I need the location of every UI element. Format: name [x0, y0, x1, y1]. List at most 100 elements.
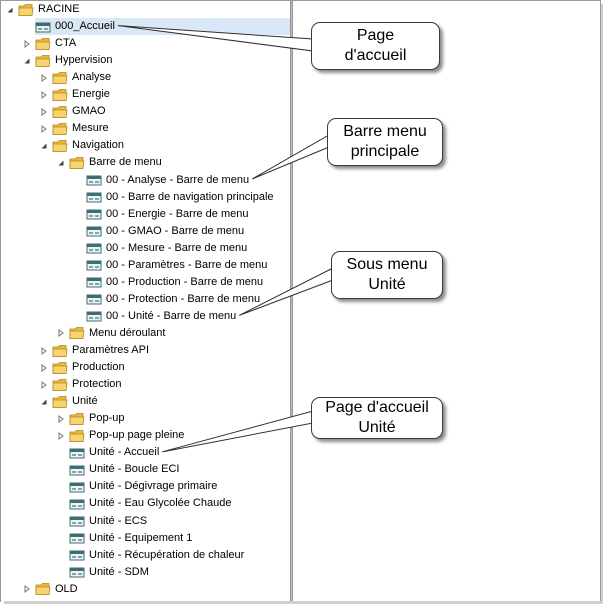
collapsed-arrow-icon[interactable]: [56, 431, 66, 441]
tree-item-label: 00 - Energie - Barre de menu: [106, 207, 249, 220]
folder-icon: [52, 88, 68, 102]
tree-item-00-production-barre-de-menu[interactable]: 00 - Production - Barre de menu: [86, 274, 263, 291]
callout-barre-menu-principale: Barre menu principale: [327, 118, 443, 166]
tree-item-analyse[interactable]: Analyse: [41, 69, 111, 86]
collapsed-arrow-icon[interactable]: [56, 328, 66, 338]
collapsed-arrow-icon[interactable]: [22, 39, 32, 49]
tree-item-label: Menu déroulant: [89, 326, 166, 339]
tree-item-unite-sdm[interactable]: Unité - SDM: [69, 564, 149, 581]
tree-item-label: 00 - Paramètres - Barre de menu: [106, 258, 268, 271]
page-icon: [69, 497, 85, 511]
tree-item-navigation[interactable]: Navigation: [41, 137, 124, 154]
tree-item-label: OLD: [55, 582, 78, 595]
page-icon: [86, 241, 102, 255]
tree-item-menu-deroulant[interactable]: Menu déroulant: [58, 325, 166, 342]
tree-item-label: Mesure: [72, 122, 109, 135]
tree-item-hypervision[interactable]: Hypervision: [24, 52, 113, 69]
folder-icon: [35, 37, 51, 51]
tree-item-00-parametres-barre-de-menu[interactable]: 00 - Paramètres - Barre de menu: [86, 257, 267, 274]
expanded-arrow-icon[interactable]: [39, 141, 49, 151]
tree-item-unite-equipement-1[interactable]: Unité - Equipement 1: [69, 530, 192, 547]
tree-item-production[interactable]: Production: [41, 359, 125, 376]
tree-item-unite-boucle-eci[interactable]: Unité - Boucle ECI: [69, 461, 179, 478]
tree-item-00-protection-barre-de-menu[interactable]: 00 - Protection - Barre de menu: [86, 291, 260, 308]
tree-item-00-mesure-barre-de-menu[interactable]: 00 - Mesure - Barre de menu: [86, 240, 247, 257]
tree-item-unite-degivrage-primaire[interactable]: Unité - Dégivrage primaire: [69, 478, 217, 495]
folder-icon: [52, 344, 68, 358]
callout-text-line: d'accueil: [344, 47, 407, 64]
tree-item-label: Paramètres API: [72, 344, 150, 356]
page-icon: [69, 446, 85, 460]
tree-item-unite-recuperation-de-chaleur[interactable]: Unité - Récupération de chaleur: [69, 547, 244, 564]
folder-icon: [52, 378, 68, 392]
expanded-arrow-icon[interactable]: [5, 5, 15, 15]
tree-item-label: Unité - SDM: [89, 565, 149, 578]
frame-shadow-bottom: [4, 601, 603, 604]
collapsed-arrow-icon[interactable]: [56, 414, 66, 424]
tree-item-000-accueil[interactable]: 000_Accueil: [35, 18, 290, 36]
tree-item-00-gmao-barre-de-menu[interactable]: 00 - GMAO - Barre de menu: [86, 223, 244, 240]
expanded-arrow-icon[interactable]: [22, 56, 32, 66]
tree-item-label: 00 - Protection - Barre de menu: [106, 292, 261, 305]
tree-item-energie[interactable]: Energie: [41, 86, 110, 103]
tree-item-label: Unité - Récupération de chaleur: [89, 548, 245, 561]
tree-item-unite[interactable]: Unité: [41, 393, 98, 410]
collapsed-arrow-icon[interactable]: [39, 346, 49, 356]
collapsed-arrow-icon[interactable]: [22, 584, 32, 594]
frame-shadow-right: [601, 4, 603, 604]
page-icon: [35, 20, 51, 34]
tree-item-protection[interactable]: Protection: [41, 376, 122, 393]
folder-icon: [52, 71, 68, 85]
page-icon: [86, 207, 102, 221]
tree-item-label: Barre de menu: [89, 156, 162, 169]
tree-item-pop-up[interactable]: Pop-up: [58, 410, 124, 427]
tree-item-unite-ecs[interactable]: Unité - ECS: [69, 513, 147, 530]
tree-item-label: Unité - Equipement 1: [89, 531, 193, 544]
page-icon: [86, 258, 102, 272]
tree-item-label: Unité - Boucle ECI: [89, 463, 180, 476]
tree-item-racine[interactable]: RACINE: [7, 1, 80, 18]
collapsed-arrow-icon[interactable]: [39, 73, 49, 83]
folder-icon: [52, 395, 68, 409]
collapsed-arrow-icon[interactable]: [39, 124, 49, 134]
folder-icon: [52, 105, 68, 119]
tree-item-label: Production: [72, 361, 125, 374]
callout-text-line: Barre menu: [343, 123, 427, 140]
callout-text-line: Page d'accueil: [325, 399, 429, 416]
tree-item-00-unite-barre-de-menu[interactable]: 00 - Unité - Barre de menu: [86, 308, 236, 325]
tree-item-00-energie-barre-de-menu[interactable]: 00 - Energie - Barre de menu: [86, 206, 248, 223]
tree-item-label: Hypervision: [55, 54, 113, 67]
tree-item-unite-accueil[interactable]: Unité - Accueil: [69, 444, 159, 461]
tree-item-old[interactable]: OLD: [24, 581, 78, 598]
tree-item-label: CTA: [55, 37, 77, 50]
tree-item-label: Energie: [72, 88, 110, 101]
tree-item-pop-up-page-pleine[interactable]: Pop-up page pleine: [58, 427, 184, 444]
tree-item-cta[interactable]: CTA: [24, 35, 77, 52]
tree-item-00-barre-de-navigation-principale[interactable]: 00 - Barre de navigation principale: [86, 189, 274, 206]
collapsed-arrow-icon[interactable]: [39, 363, 49, 373]
tree-item-label: 00 - Barre de navigation principale: [106, 190, 274, 203]
tree-item-label: 00 - Unité - Barre de menu: [106, 309, 237, 322]
expanded-arrow-icon[interactable]: [56, 158, 66, 168]
page-icon: [69, 514, 85, 528]
callout-text-line: principale: [350, 143, 420, 160]
tree-item-label: Unité - Accueil: [89, 446, 160, 459]
collapsed-arrow-icon[interactable]: [39, 380, 49, 390]
collapsed-arrow-icon[interactable]: [39, 90, 49, 100]
tree-item-label: 00 - Mesure - Barre de menu: [106, 241, 248, 254]
page-icon: [69, 463, 85, 477]
tree-item-00-analyse-barre-de-menu[interactable]: 00 - Analyse - Barre de menu: [86, 172, 249, 189]
expanded-arrow-icon[interactable]: [39, 397, 49, 407]
tree-item-unite-eau-glycolee-chaude[interactable]: Unité - Eau Glycolée Chaude: [69, 495, 231, 512]
page-icon: [86, 275, 102, 289]
tree-item-mesure[interactable]: Mesure: [41, 120, 109, 137]
tree-item-barre-de-menu[interactable]: Barre de menu: [58, 154, 162, 171]
tree-item-gmao[interactable]: GMAO: [41, 103, 106, 120]
page-icon: [69, 565, 85, 579]
tree-item-parametres-api[interactable]: Paramètres API: [41, 342, 150, 359]
collapsed-arrow-icon[interactable]: [39, 107, 49, 117]
tree-item-label: Unité - Eau Glycolée Chaude: [89, 497, 232, 510]
